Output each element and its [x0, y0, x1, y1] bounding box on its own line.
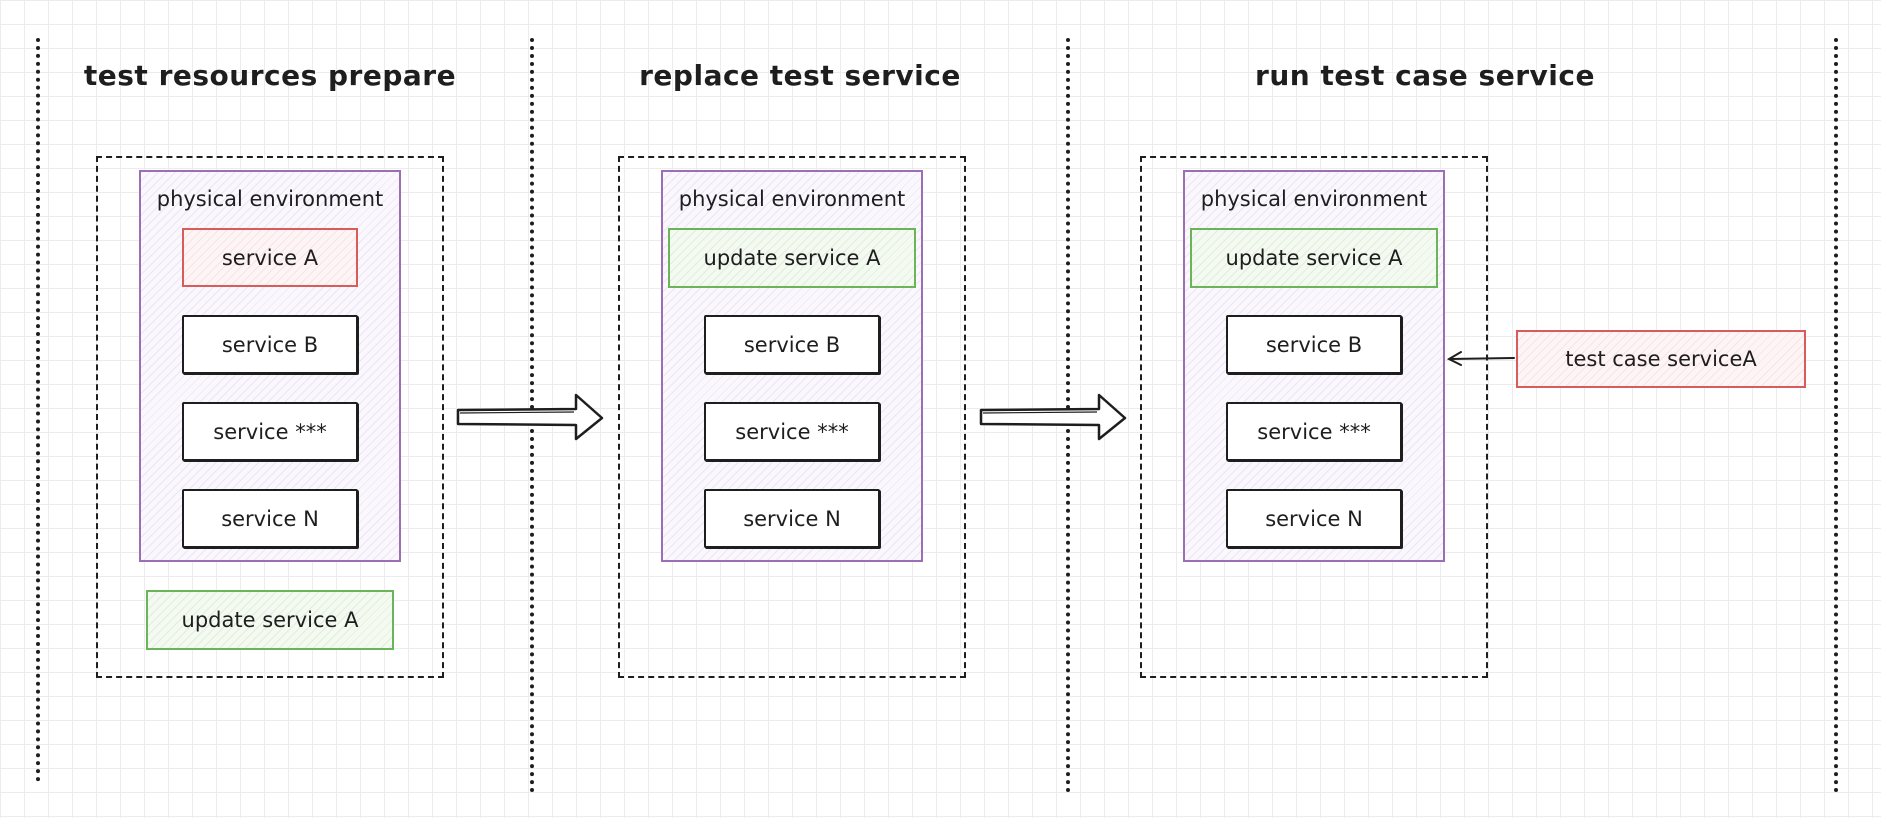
stage-container-run — [1140, 156, 1488, 678]
service-b: service B — [182, 315, 358, 374]
stage-divider-left — [36, 38, 40, 782]
service-b: service B — [704, 315, 880, 374]
test-case-service: test case serviceA — [1516, 330, 1806, 388]
update-service-a: update service A — [1190, 228, 1438, 288]
stage-transition-arrow-1 — [456, 393, 604, 441]
service-n: service N — [704, 489, 880, 548]
stage-transition-arrow-2 — [979, 393, 1127, 441]
stage-divider-right — [1834, 38, 1838, 793]
service-etc: service *** — [1226, 402, 1402, 461]
service-n: service N — [1226, 489, 1402, 548]
update-service-a-prepared: update service A — [146, 590, 394, 650]
update-service-a: update service A — [668, 228, 916, 288]
service-n: service N — [182, 489, 358, 548]
environment-label: physical environment — [678, 187, 906, 211]
environment-label: physical environment — [1200, 187, 1428, 211]
service-etc: service *** — [182, 402, 358, 461]
service-etc: service *** — [704, 402, 880, 461]
environment-label: physical environment — [156, 187, 384, 211]
service-a-original: service A — [182, 228, 358, 287]
service-b: service B — [1226, 315, 1402, 374]
stage-title-prepare: test resources prepare — [83, 59, 457, 92]
stage-title-replace: replace test service — [639, 59, 961, 92]
stage-title-run: run test case service — [1255, 59, 1595, 92]
stage-container-replace — [618, 156, 966, 678]
stage-container-prepare — [96, 156, 444, 678]
test-call-arrow — [1446, 351, 1515, 366]
